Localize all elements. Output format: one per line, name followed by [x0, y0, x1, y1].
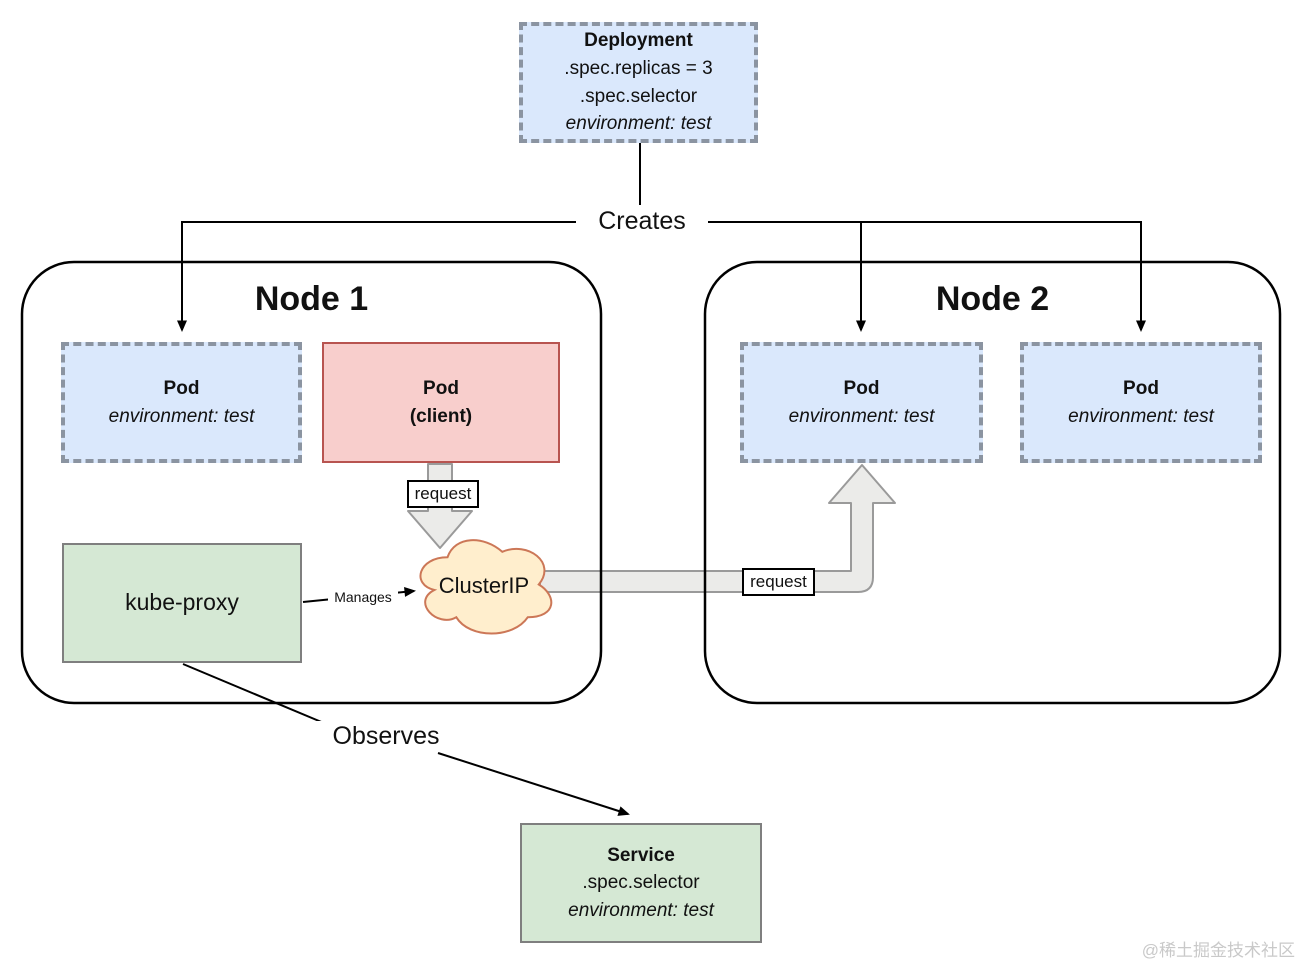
deployment-title: Deployment [584, 30, 693, 52]
service-selector: .spec.selector [582, 872, 700, 894]
node1-client-pod-box: Pod (client) [322, 342, 560, 463]
node1-title: Node 1 [254, 280, 369, 318]
deployment-replicas: .spec.replicas = 3 [564, 57, 713, 79]
deployment-box: Deployment .spec.replicas = 3 .spec.sele… [519, 22, 758, 143]
kube-proxy-label: kube-proxy [125, 589, 239, 616]
node2-container: Node 2 Pod environment: test Pod environ… [705, 262, 1280, 703]
node2-pod2-box: Pod environment: test [1020, 342, 1262, 463]
kube-proxy-box: kube-proxy [62, 543, 302, 663]
client-pod-title: Pod [423, 377, 459, 399]
deployment-selector: .spec.selector [579, 85, 698, 107]
pod-title: Pod [843, 377, 880, 399]
pod-title: Pod [163, 377, 200, 399]
deployment-selector-value: environment: test [565, 113, 712, 135]
service-title: Service [607, 844, 675, 866]
client-pod-label: (client) [409, 405, 473, 427]
pod-label: environment: test [108, 405, 255, 427]
node2-pod1-box: Pod environment: test [740, 342, 983, 463]
node1-container: Node 1 Pod environment: test Pod (client… [22, 262, 601, 703]
node1-pod-box: Pod environment: test [61, 342, 302, 463]
pod-label: environment: test [1068, 405, 1214, 427]
service-selector-value: environment: test [568, 899, 714, 921]
service-box: Service .spec.selector environment: test [520, 823, 762, 943]
pod-title: Pod [1123, 377, 1159, 399]
node2-title: Node 2 [935, 280, 1050, 318]
pod-label: environment: test [788, 405, 935, 427]
